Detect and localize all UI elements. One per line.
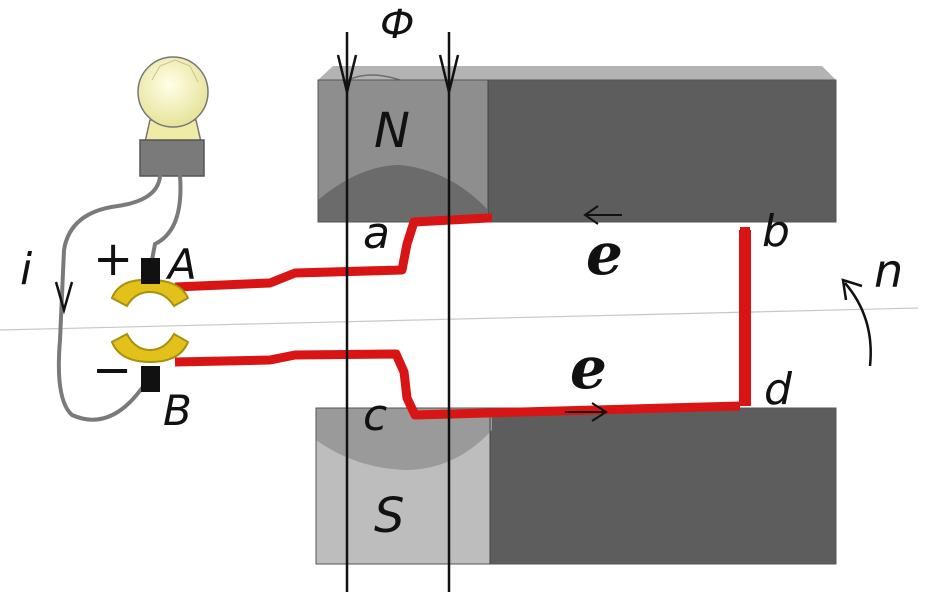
emf-arrow-bottom [565,402,608,422]
rotation-arrow [841,278,872,367]
point-d-label: d [764,364,793,415]
brush-icon [141,258,160,392]
current-arrow [54,281,74,315]
brush-bottom [141,366,160,392]
north-label: N [374,103,410,159]
brush-top [141,258,160,284]
point-a-label: a [363,208,390,259]
rotation-label: n [874,244,903,298]
conductor-loop [174,213,751,420]
lamp-wires [56,174,183,422]
plus-sign: + [93,231,133,287]
current-label: i [20,244,33,295]
terminal-b-label: B [163,386,192,435]
slip-ring-icon [110,278,190,364]
emf-top-label: e [586,220,623,288]
point-b-label: b [762,206,790,257]
flux-arrow-right [438,54,460,93]
point-c-label: c [363,390,387,441]
emf-arrow-top [583,205,622,225]
lamp-icon [137,56,209,177]
minus-sign: − [92,342,132,398]
south-label: S [374,488,404,544]
rotation-axis [0,307,919,331]
flux-label: Ф [380,2,414,48]
terminal-a-label: A [165,240,197,289]
emf-bottom-label: e [570,334,607,402]
flux-lines [336,32,460,592]
flux-arrow-left [336,54,358,93]
